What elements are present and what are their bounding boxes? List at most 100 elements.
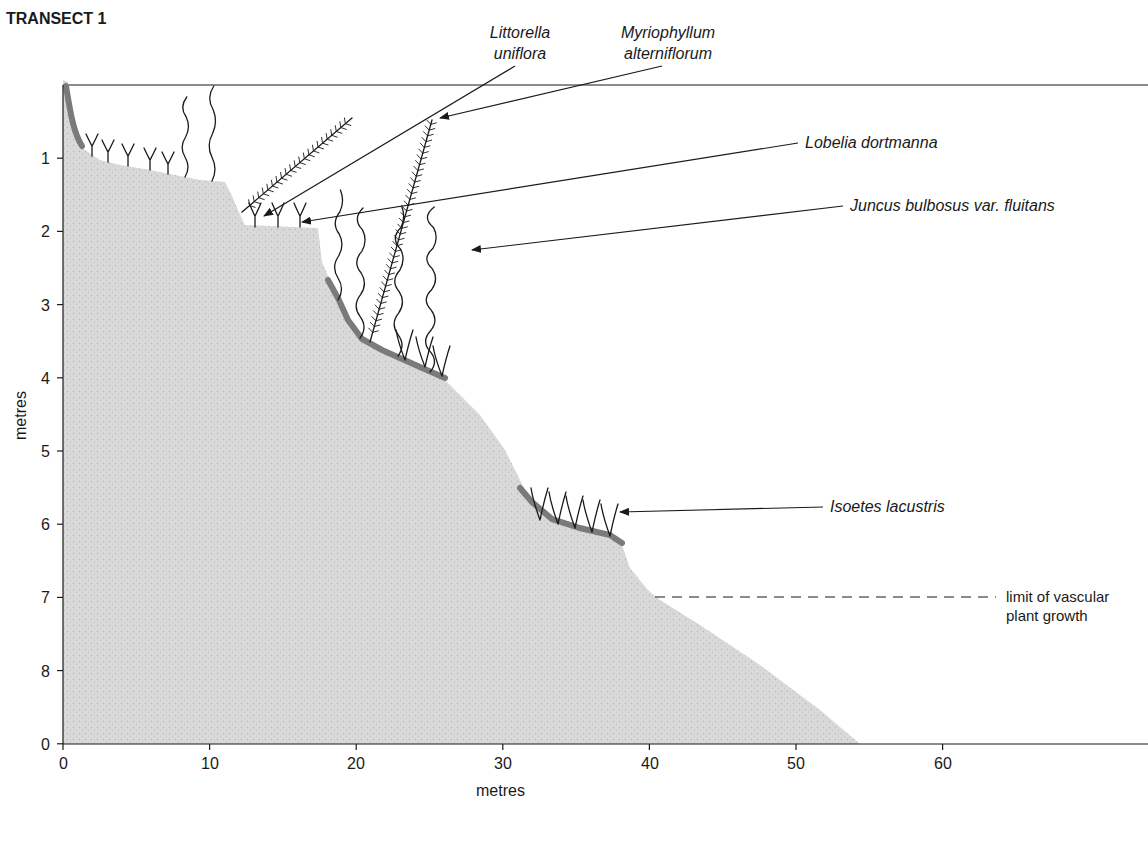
tick-label: 30 — [494, 753, 512, 774]
rush-plant — [335, 190, 343, 300]
tick-label: 20 — [347, 753, 365, 774]
tick-label: 3 — [41, 295, 50, 316]
tick-label: 2 — [41, 221, 50, 242]
quillwort-plant — [549, 492, 566, 524]
lake-bed — [63, 80, 860, 744]
milfoil-leaf — [390, 253, 400, 257]
rush-plant — [182, 97, 188, 177]
milfoil-leaf — [406, 195, 416, 199]
water-surface — [63, 84, 1148, 85]
milfoil-leaf — [369, 328, 379, 332]
tick-label: 5 — [41, 441, 50, 462]
milfoil-leaf — [386, 265, 396, 269]
species-label: Lobelia dortmanna — [805, 132, 938, 153]
rosette-plant — [122, 144, 134, 166]
tick-label: 0 — [59, 753, 68, 774]
milfoil-leaf — [401, 213, 411, 217]
milfoil-leaf — [377, 299, 387, 303]
milfoil-leaf — [378, 293, 388, 297]
rosette-plant — [144, 148, 156, 170]
milfoil-leaf — [370, 322, 380, 326]
y-tick — [57, 524, 63, 525]
y-tick — [57, 377, 63, 378]
rosette-plant — [102, 140, 114, 162]
x-tick — [649, 744, 650, 750]
y-tick — [57, 231, 63, 232]
diagram-title: TRANSECT 1 — [6, 8, 106, 29]
y-tick — [57, 158, 63, 159]
milfoil-leaf — [399, 218, 409, 222]
y-tick — [57, 304, 63, 305]
milfoil-leaf — [415, 161, 425, 165]
milfoil-stem — [242, 118, 352, 212]
x-tick — [209, 744, 210, 750]
rush-plant — [394, 206, 404, 356]
sediment-band — [66, 86, 622, 543]
species-label: Myriophyllum alterniflorum — [608, 22, 728, 64]
axis-title: metres — [10, 391, 31, 440]
milfoil-leaf — [427, 120, 437, 124]
y-tick — [57, 743, 63, 744]
quillwort-plant — [601, 504, 618, 536]
depth-limit-note: limit of vascular plant growth — [1006, 587, 1140, 625]
rosette-plant — [86, 134, 98, 156]
x-tick — [795, 744, 796, 750]
milfoil-leaf — [409, 184, 419, 188]
rush-plant — [356, 208, 365, 338]
rosette-plant — [249, 203, 261, 227]
milfoil-leaf — [420, 143, 430, 147]
quillwort-plant — [531, 488, 548, 520]
axis-title: metres — [476, 780, 525, 801]
milfoil-leaf — [417, 155, 427, 159]
tick-label: 7 — [41, 587, 50, 608]
milfoil-leaf — [380, 288, 390, 292]
milfoil-leaf — [425, 126, 435, 130]
tick-label: 60 — [934, 753, 952, 774]
tick-label: 0 — [41, 734, 50, 755]
quillwort-plant — [396, 330, 413, 360]
tick-label: 50 — [787, 753, 805, 774]
x-tick — [356, 744, 357, 750]
rosette-plant — [162, 152, 174, 174]
tick-label: 6 — [41, 514, 50, 535]
y-tick — [57, 450, 63, 451]
axes — [63, 85, 1148, 744]
milfoil-leaf — [407, 189, 417, 193]
milfoil-leaf — [411, 178, 421, 182]
leader-lines — [264, 66, 996, 597]
x-tick — [62, 744, 63, 750]
milfoil-leaf — [403, 207, 413, 211]
milfoil-leaf — [344, 118, 350, 126]
milfoil-leaf — [385, 270, 395, 274]
milfoil-leaf — [388, 259, 398, 263]
plants — [86, 86, 618, 536]
x-tick — [502, 744, 503, 750]
quillwort-plant — [416, 337, 433, 367]
rosette-plant — [272, 203, 284, 227]
rush-plant — [426, 207, 437, 372]
tick-label: 8 — [41, 661, 50, 682]
milfoil-leaf — [382, 282, 392, 286]
tick-label: 4 — [41, 368, 50, 389]
x-tick — [942, 744, 943, 750]
y-tick — [57, 597, 63, 598]
milfoil-leaf — [424, 132, 434, 136]
milfoil-leaf — [419, 149, 429, 153]
y-tick — [57, 670, 63, 671]
tick-label: 10 — [201, 753, 219, 774]
milfoil-leaf — [412, 172, 422, 176]
tick-label: 1 — [41, 148, 50, 169]
tick-label: 40 — [641, 753, 659, 774]
milfoil-leaf — [383, 276, 393, 280]
axis-ticks — [57, 158, 943, 750]
species-label: Littorella uniflora — [470, 22, 570, 64]
rosette-plant — [294, 203, 306, 227]
rush-plant — [209, 86, 215, 181]
milfoil-leaf — [374, 311, 384, 315]
species-label: Isoetes lacustris — [830, 496, 945, 517]
milfoil-leaf — [414, 166, 424, 170]
milfoil-leaf — [372, 317, 382, 321]
milfoil-leaf — [422, 137, 432, 141]
milfoil-leaf — [375, 305, 385, 309]
